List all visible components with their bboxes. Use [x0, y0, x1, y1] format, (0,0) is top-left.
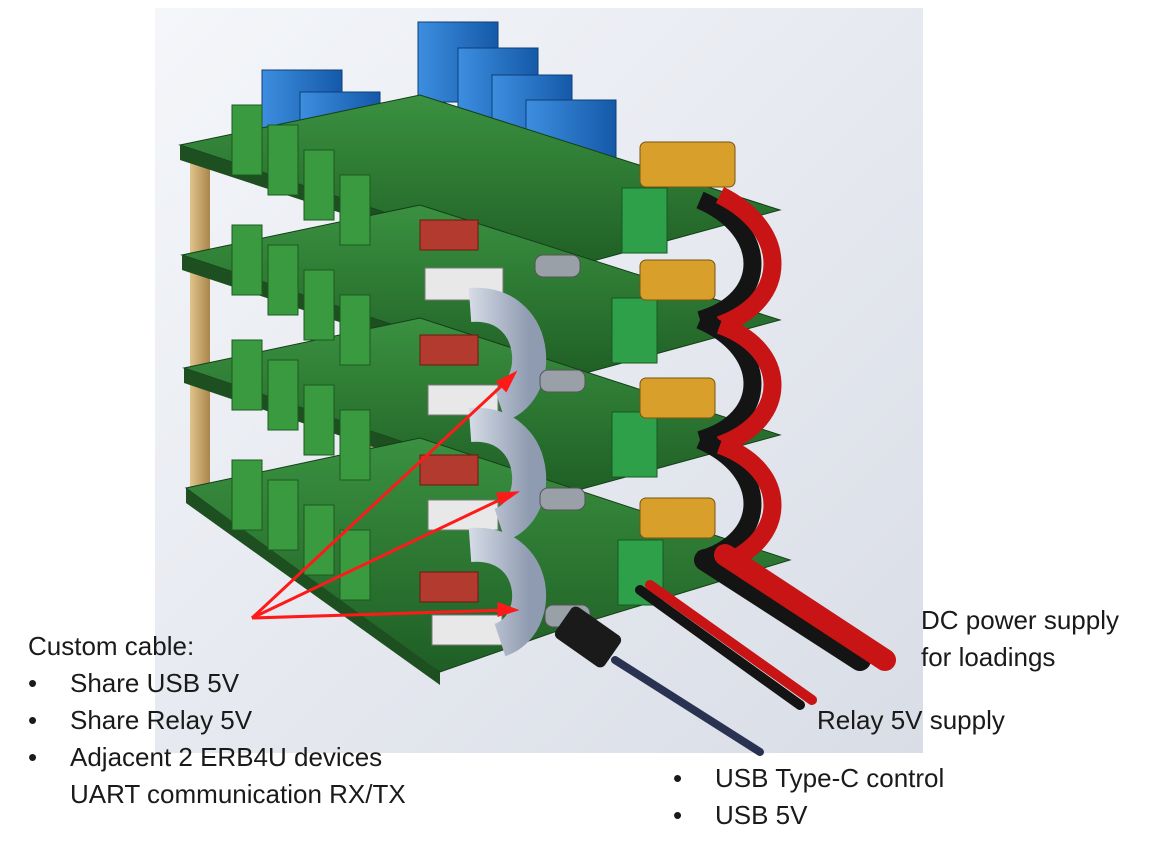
usb-annotation: USB Type-C control USB 5V — [673, 760, 944, 834]
dc-line-2: for loadings — [921, 642, 1056, 672]
usb-type-c-cable — [554, 606, 764, 756]
screw-terminal-blocks — [231, 104, 371, 601]
custom-cable-list: Share USB 5V Share Relay 5V Adjacent 2 E… — [28, 665, 406, 776]
list-item: Share Relay 5V — [28, 702, 406, 739]
relay-5v-supply-label: Relay 5V supply — [817, 705, 1005, 735]
dc-power-cables — [694, 544, 896, 671]
dc-power-supply-label: DC power supply for loadings — [921, 602, 1119, 676]
custom-cable-continuation: UART communication RX/TX — [70, 779, 406, 809]
dip-switches — [419, 219, 479, 603]
list-item: Adjacent 2 ERB4U devices — [28, 739, 406, 776]
custom-cable-annotation: Custom cable: Share USB 5V Share Relay 5… — [28, 628, 406, 813]
usb-list: USB Type-C control USB 5V — [673, 760, 944, 834]
custom-ribbon-cables — [468, 287, 547, 657]
list-item: USB 5V — [673, 797, 944, 834]
xt-power-connectors — [639, 141, 736, 539]
dc-line-1: DC power supply — [921, 605, 1119, 635]
custom-cable-title: Custom cable: — [28, 631, 195, 661]
list-item: USB Type-C control — [673, 760, 944, 797]
list-item: Share USB 5V — [28, 665, 406, 702]
relay-5v-cables — [635, 580, 817, 710]
annotation-arrows — [250, 370, 521, 620]
